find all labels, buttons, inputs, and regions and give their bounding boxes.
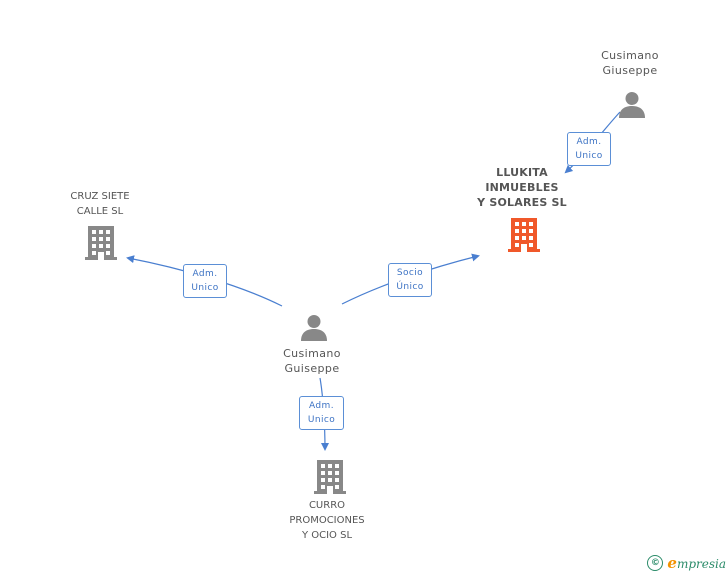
person-icon[interactable] — [619, 92, 645, 118]
person-top-label[interactable]: Cusimano Giuseppe — [580, 48, 680, 78]
copyright-icon: © — [647, 555, 664, 571]
edge-label-center-to-llukita: Socio Único — [388, 263, 432, 297]
role-line: Único — [396, 282, 424, 292]
person-center-label[interactable]: Cusimano Guiseppe — [262, 346, 362, 376]
name-line: Giuseppe — [602, 64, 658, 77]
brand-logo[interactable]: empresia — [667, 554, 726, 572]
name-line: Y SOLARES SL — [477, 196, 567, 209]
role-line: Unico — [307, 415, 336, 425]
name-line: LLUKITA — [496, 166, 548, 179]
brand-name: mpresia — [676, 557, 726, 571]
name-line: INMUEBLES — [485, 181, 559, 194]
name-line: CALLE SL — [76, 206, 124, 217]
role-line: Adm. — [192, 269, 218, 279]
name-line: Y OCIO SL — [301, 530, 353, 541]
role-line: Unico — [575, 151, 603, 161]
building-icon[interactable] — [85, 226, 117, 260]
name-line: Cusimano — [601, 49, 659, 62]
llukita-label[interactable]: LLUKITA INMUEBLES Y SOLARES SL — [462, 165, 582, 210]
edge-label-center-to-curro: Adm. Unico — [299, 396, 344, 430]
edge-label-top-to-llukita: Adm. Unico — [567, 132, 611, 166]
curro-label[interactable]: CURRO PROMOCIONES Y OCIO SL — [270, 498, 384, 543]
name-line: CURRO — [308, 500, 346, 511]
person-icon[interactable] — [301, 315, 327, 341]
name-line: Guiseppe — [284, 362, 340, 375]
role-line: Adm. — [576, 137, 602, 147]
role-line: Socio — [396, 268, 424, 278]
footer-brand: © empresia — [647, 553, 726, 573]
brand-initial: e — [667, 554, 677, 572]
role-line: Unico — [191, 283, 219, 293]
edge-label-center-to-cruz: Adm. Unico — [183, 264, 227, 298]
building-icon[interactable] — [314, 460, 346, 494]
role-line: Adm. — [309, 401, 334, 411]
building-icon[interactable] — [508, 218, 540, 252]
name-line: CRUZ SIETE — [70, 191, 130, 202]
name-line: Cusimano — [283, 347, 341, 360]
cruz-label[interactable]: CRUZ SIETE CALLE SL — [50, 189, 150, 219]
name-line: PROMOCIONES — [289, 515, 365, 526]
